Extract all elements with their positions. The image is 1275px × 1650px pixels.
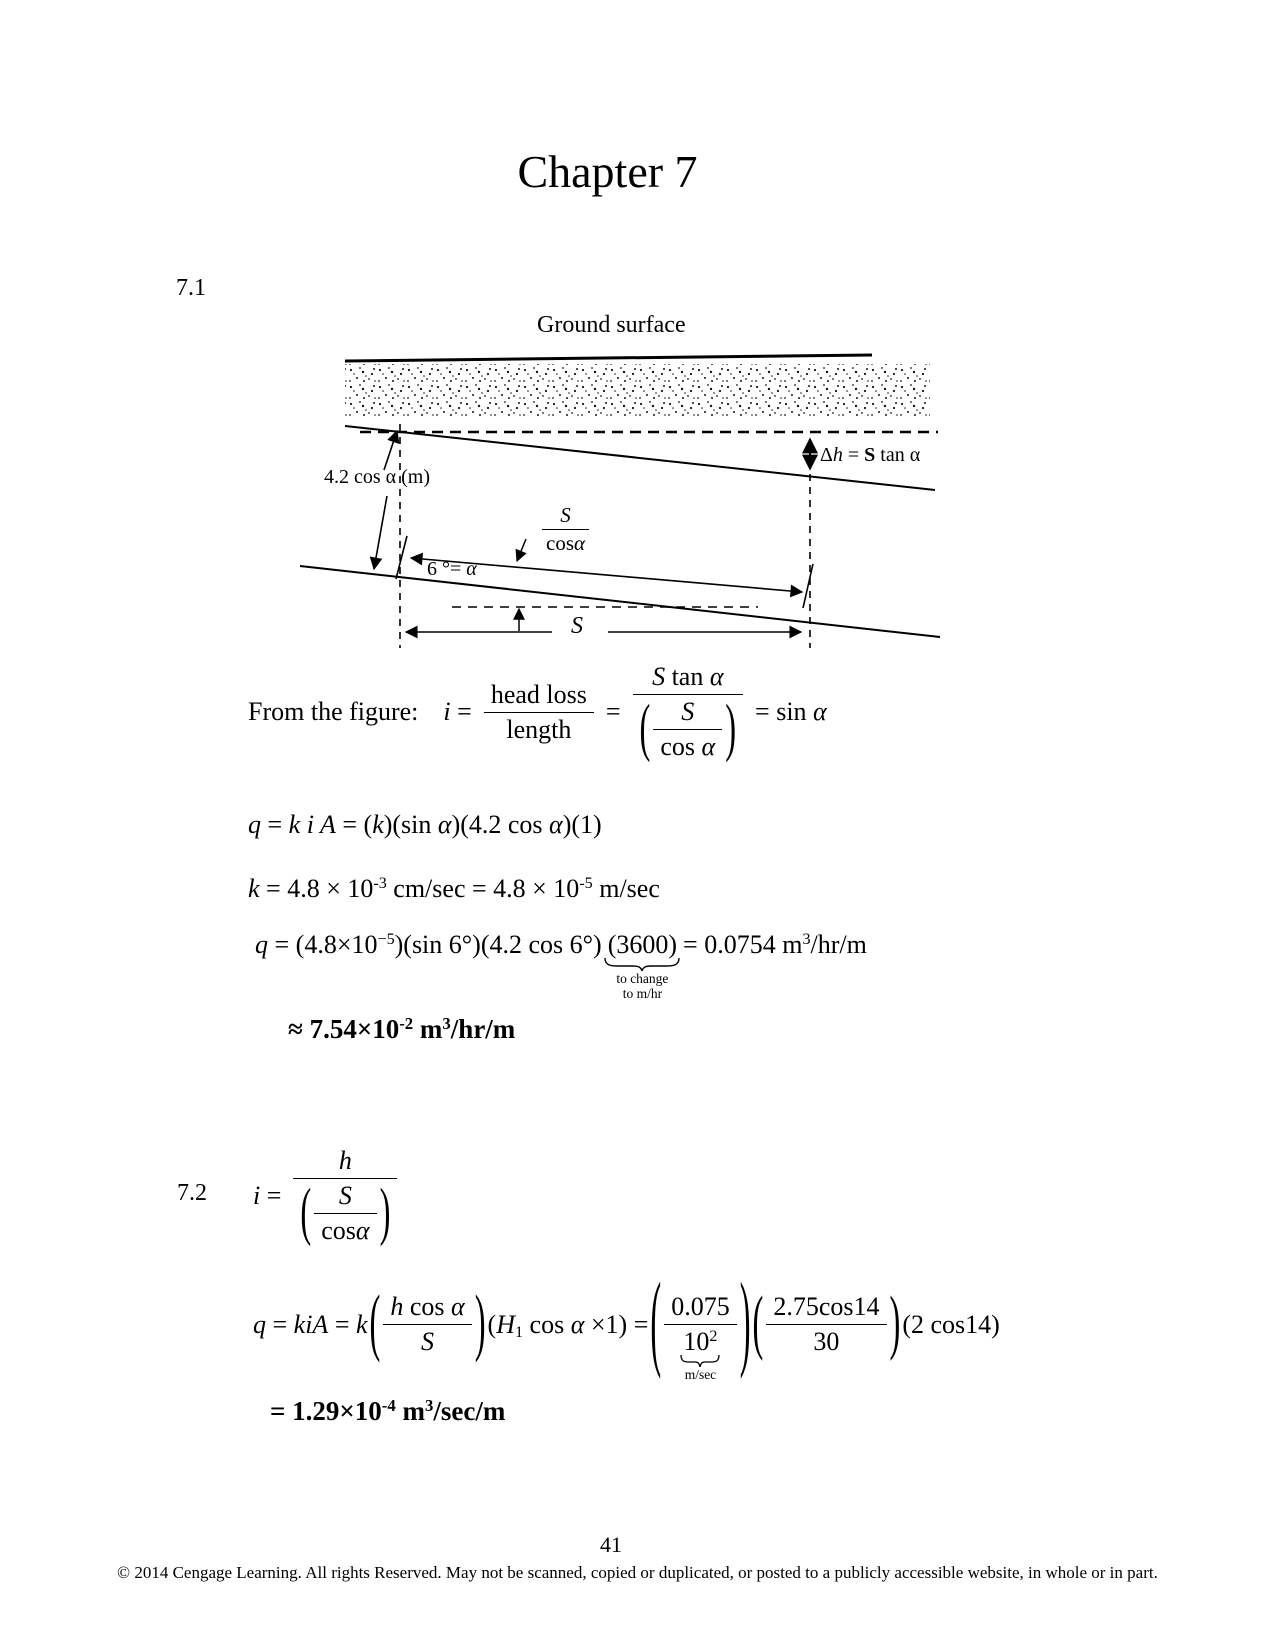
equation-q-formula-71: q = k i A = (k)(sin α)(4.2 cos α)(1): [248, 810, 602, 840]
h-fraction: h ( S cosα ): [293, 1146, 398, 1249]
open-paren: (: [650, 1263, 662, 1383]
eq-lead: i =: [253, 1181, 282, 1210]
underbrace-icon: [604, 957, 681, 971]
ground-surface-line: [344, 353, 873, 363]
eq-lead: q = kiA = k: [253, 1309, 368, 1339]
equals-sign: =: [605, 697, 621, 726]
s-over-cos-fraction: S cos α: [653, 697, 723, 762]
angle-pointer-arrow: [515, 538, 527, 563]
equation-gradient-71: From the figure: i = head loss length = …: [248, 662, 827, 765]
chapter-title: Chapter 7: [517, 146, 698, 197]
equation-text: k = 4.8 × 10-3 cm/sec = 4.8 × 10-5 m/sec: [248, 874, 660, 903]
delta-h-label: Δh = S tan α: [820, 444, 921, 466]
equation-text: q = (4.8×10−5)(sin 6°)(4.2 cos 6°): [255, 930, 602, 959]
slant-length-label: S cosα: [542, 503, 590, 556]
slant-length-dimension-arrow: [409, 552, 804, 598]
fraction-denominator: ( S cosα ): [293, 1177, 398, 1249]
equation-text: q = k i A = (k)(sin α)(4.2 cos α)(1): [248, 810, 602, 839]
stan-fraction: S tan α ( S cos α ): [632, 662, 744, 765]
open-paren: (: [752, 1283, 764, 1363]
equation-k-value: k = 4.8 × 10-3 cm/sec = 4.8 × 10-5 m/sec: [248, 874, 660, 904]
page-number: 41: [600, 1532, 622, 1557]
eq-mid: (H1 cos α ×1) =: [487, 1309, 649, 1342]
close-paren: ): [889, 1283, 901, 1363]
fraction-denominator: 30: [813, 1327, 840, 1356]
result-72: = 1.29×10-4 m3/sec/m: [270, 1396, 505, 1427]
result-text: ≈ 7.54×10-2 m3/hr/m: [288, 1013, 516, 1044]
thickness-up-arrow: [383, 429, 400, 471]
open-paren: (: [300, 1176, 312, 1249]
open-paren: (: [639, 692, 651, 765]
paren-group: ( S cos α ): [640, 693, 736, 765]
fraction-numerator: S tan α: [652, 662, 724, 691]
figure-drawing: [299, 353, 940, 648]
slant-length-numerator: S: [560, 503, 571, 527]
fraction-denominator: ( S cos α ): [632, 693, 744, 765]
left-dimension-tick: [395, 535, 408, 580]
equation-q-numeric-71: q = (4.8×10−5)(sin 6°)(4.2 cos 6°) (3600…: [255, 930, 867, 1001]
brace-note-line1: m/sec: [684, 1367, 717, 1382]
fraction-numerator: head loss: [483, 680, 594, 713]
equation-text: = 0.0754 m3/hr/m: [683, 930, 867, 959]
paren-group: ( S cosα ): [300, 1177, 390, 1249]
braced-denominator: 102 m/sec: [680, 1327, 721, 1382]
angle-label: 6 °= α: [427, 558, 477, 580]
aquifer-thickness-label: 4.2 cos α (m): [324, 466, 431, 488]
close-paren: ): [739, 1263, 751, 1383]
underbrace-icon: [680, 1354, 721, 1367]
close-paren: ): [474, 1281, 486, 1365]
fraction-numerator: S: [338, 1181, 352, 1210]
fraction-denominator: length: [506, 714, 572, 744]
fraction-numerator: 0.075: [664, 1292, 737, 1325]
equation-q-72: q = kiA = k ( h cos α S ) (H1 cos α ×1) …: [253, 1263, 1000, 1382]
velocity-fraction: 0.075 102 m/sec: [664, 1292, 737, 1382]
copyright-notice: © 2014 Cengage Learning. All rights Rese…: [117, 1563, 1158, 1582]
fraction-denominator: cos α: [653, 729, 723, 762]
groundwater-figure: Ground surface Δh = S tan α 4.2 cos α (m…: [290, 298, 940, 660]
eq-lead: i =: [443, 697, 472, 726]
slant-length-denominator: cosα: [542, 529, 590, 556]
s-over-cos-fraction: S cosα: [314, 1181, 377, 1246]
result-71: ≈ 7.54×10-2 m3/hr/m: [288, 1014, 515, 1045]
underbrace-annotation: to change to m/hr: [603, 957, 681, 1001]
fraction-numerator: h: [338, 1146, 352, 1175]
equation-gradient-72: i = h ( S cosα ): [253, 1146, 400, 1249]
problem-72-label: 7.2: [177, 1180, 207, 1206]
fraction-numerator: S: [681, 697, 695, 726]
paren-group-a: ( h cos α S ): [370, 1282, 486, 1365]
paren-group-b: ( 0.075 102 m/sec ): [650, 1263, 750, 1382]
close-paren: ): [725, 692, 737, 765]
fraction-numerator: h cos α: [383, 1292, 472, 1325]
paren-group-c: ( 2.75cos14 30 ): [753, 1284, 901, 1363]
braced-term: (3600) to change to m/hr: [604, 930, 681, 1001]
head-fraction: 2.75cos14 30: [766, 1292, 887, 1357]
eq-tail: = sin α: [755, 697, 827, 726]
brace-term-text: (3600): [607, 930, 678, 959]
from-figure-text: From the figure:: [248, 697, 419, 726]
thickness-down-arrow: [369, 495, 388, 571]
brace-note-line2: to m/hr: [622, 986, 663, 1002]
result-text: = 1.29×10-4 m3/sec/m: [270, 1395, 506, 1426]
aquifer-bottom-line: [299, 565, 940, 638]
fraction-numerator: 2.75cos14: [766, 1292, 887, 1325]
soil-stipple-band: [345, 364, 930, 417]
denominator-text: 102: [683, 1327, 718, 1356]
fraction-denominator: cosα: [314, 1213, 377, 1246]
headloss-length-fraction: head loss length: [483, 680, 594, 745]
fraction-denominator: S: [421, 1327, 435, 1356]
brace-note-line1: to change: [616, 971, 669, 986]
close-paren: ): [379, 1176, 391, 1249]
underbrace-annotation: m/sec: [679, 1354, 721, 1382]
right-dimension-tick: [802, 563, 814, 609]
ground-surface-label: Ground surface: [537, 312, 686, 338]
sloping-water-table-line: [344, 425, 936, 491]
eq-tail: (2 cos14): [902, 1309, 1000, 1339]
problem-71-label: 7.1: [176, 275, 206, 301]
open-paren: (: [369, 1281, 381, 1365]
fraction-denominator: 102 m/sec: [676, 1325, 724, 1382]
s-dimension-label: S: [571, 613, 583, 639]
hcos-over-s-fraction: h cos α S: [383, 1292, 472, 1357]
